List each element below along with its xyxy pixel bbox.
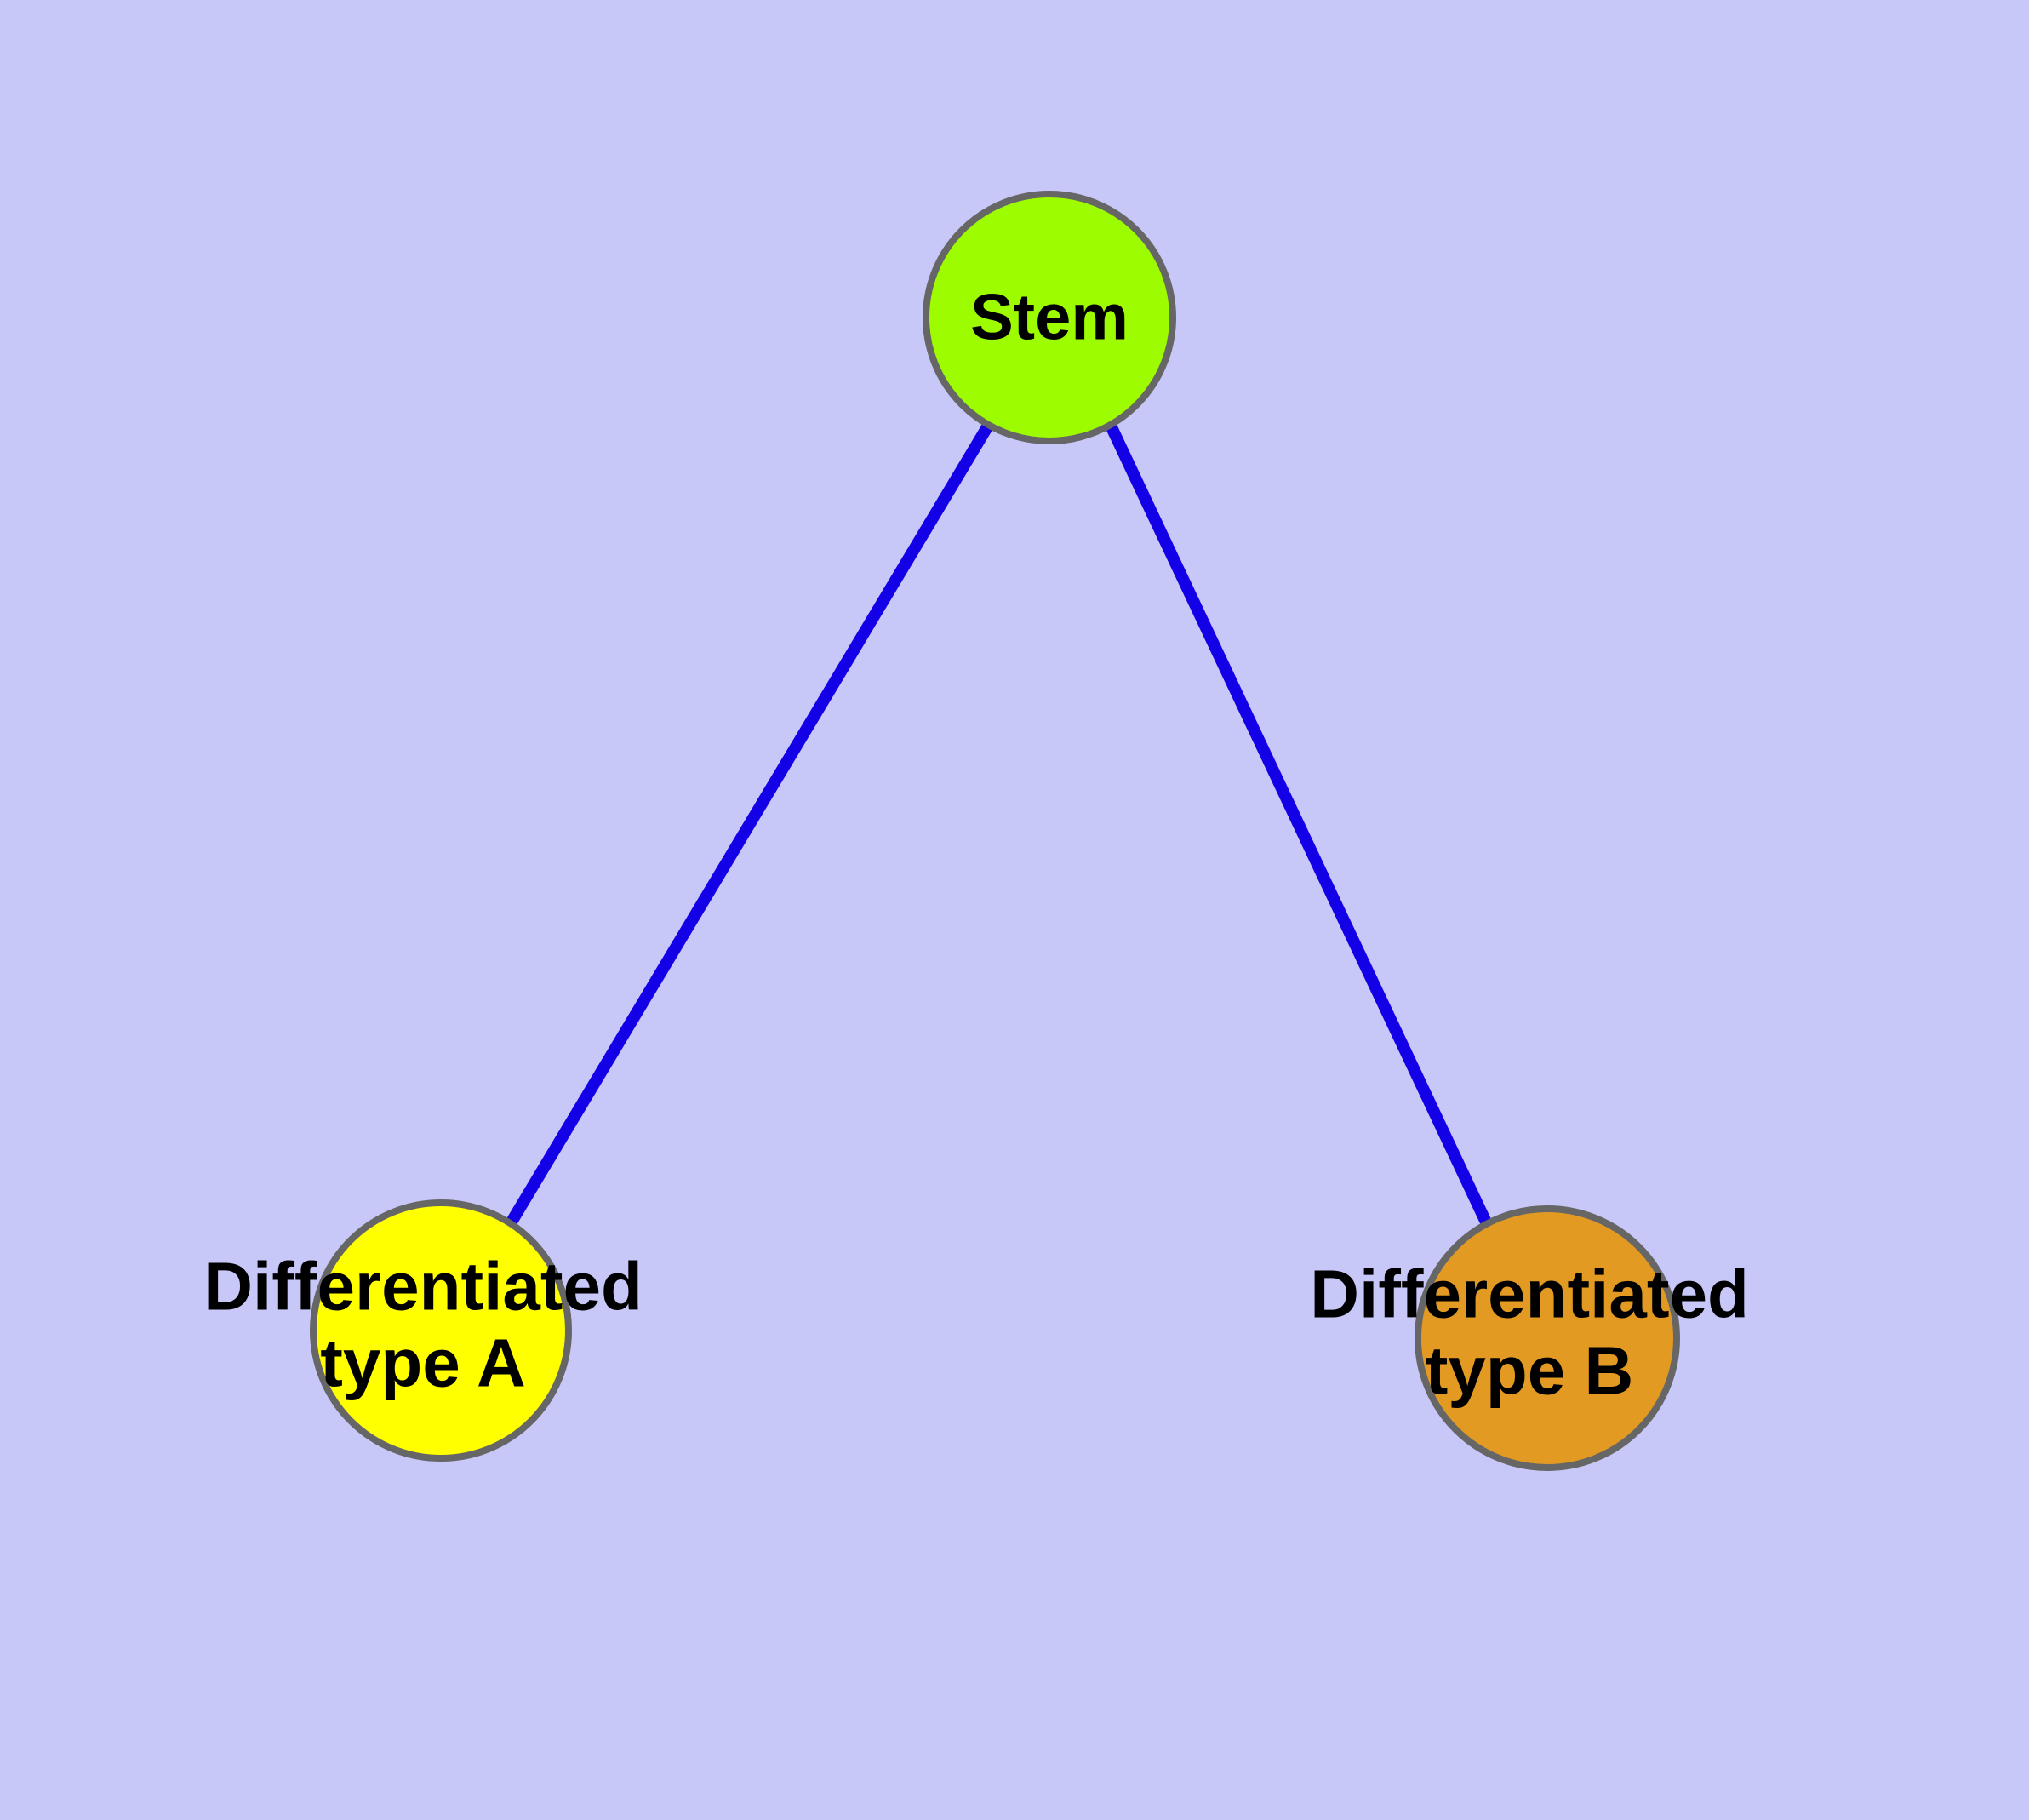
node-differentiated-type-a[interactable] — [310, 1199, 572, 1462]
edge-stem-to-differentiated-a[interactable] — [505, 422, 994, 1227]
node-differentiated-type-b[interactable] — [1415, 1205, 1680, 1471]
edge-layer — [505, 422, 1495, 1230]
edge-stem-to-differentiated-b[interactable] — [1106, 425, 1495, 1230]
node-stem[interactable] — [923, 191, 1176, 444]
node-layer — [310, 191, 1680, 1471]
